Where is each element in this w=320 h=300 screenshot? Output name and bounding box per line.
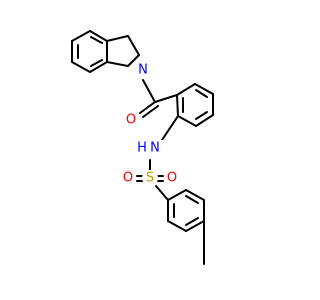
indoline-five-ring	[106, 35, 140, 67]
tolyl-benzene-ring	[167, 189, 205, 232]
atom-label-o-sulfonyl-right: O	[167, 171, 177, 186]
atom-nh-amide: H N	[135, 140, 163, 156]
sulfonamide-linkage	[149, 115, 179, 171]
molecule-drawing: N O H N S O O	[71, 30, 214, 265]
atom-n-indoline: N	[135, 62, 151, 78]
atom-label-n-indoline: N	[138, 63, 148, 78]
atom-label-o-carbonyl: O	[126, 113, 136, 128]
amide-linkage	[139, 79, 178, 118]
atom-s-sulfonyl: S	[142, 170, 158, 186]
atom-o-carbonyl: O	[123, 112, 139, 128]
atom-o-sulfonyl-left: O	[120, 170, 136, 186]
atom-label-o-sulfonyl-left: O	[123, 171, 133, 186]
sulfonyl-bonds	[136, 175, 169, 201]
atom-label-s-sulfonyl: S	[146, 171, 154, 186]
atom-o-sulfonyl-right: O	[164, 170, 180, 186]
indoline-benzene-ring	[71, 30, 108, 73]
atom-label-h-amide: H	[137, 141, 147, 156]
central-benzene-ring	[176, 83, 214, 127]
atom-label-n-amide: N	[150, 141, 160, 156]
structure-diagram: N O H N S O O	[71, 30, 214, 265]
